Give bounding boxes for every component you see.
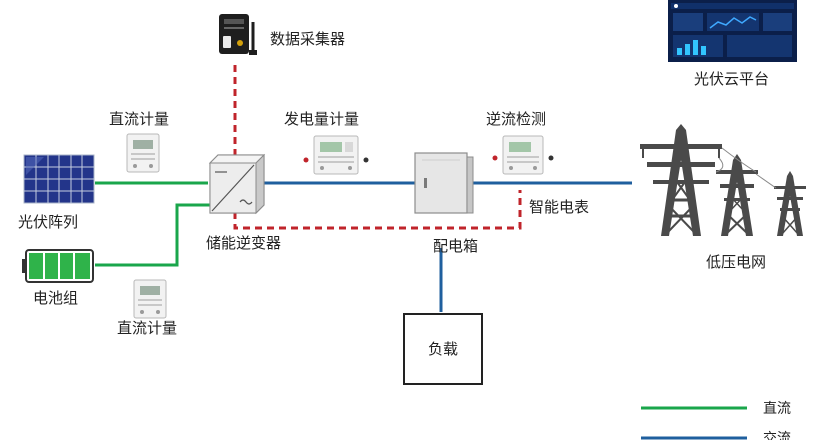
power-tower-medium [716, 154, 758, 236]
reverse-flow-meter-device [492, 135, 554, 175]
load-label: 负载 [428, 340, 458, 358]
dc-meter-top-label: 直流计量 [109, 110, 169, 128]
dc-line-battery [95, 203, 210, 267]
generation-meter-device [303, 135, 369, 175]
pv-array-label: 光伏阵列 [18, 213, 78, 231]
power-tower-icons [640, 124, 806, 236]
pv-array-panel [23, 154, 95, 204]
battery-pack-icon [22, 249, 94, 283]
generation-meter-label: 发电量计量 [284, 110, 359, 128]
data-collector-device [219, 14, 257, 55]
smart-meter-label: 智能电表 [529, 198, 589, 216]
low-voltage-grid-label: 低压电网 [706, 253, 766, 271]
comm-line-meter [233, 190, 522, 230]
connection-lines [95, 65, 632, 312]
dc-meter-bottom-device [133, 279, 167, 319]
legend: 直流 交流 [641, 400, 791, 440]
data-collector-label: 数据采集器 [270, 30, 345, 48]
legend-ac-label: 交流 [763, 430, 791, 440]
dc-meter-bottom-label: 直流计量 [117, 319, 177, 337]
power-line-wires [715, 147, 777, 189]
battery-pack-label: 电池组 [33, 289, 78, 307]
distribution-box-label: 配电箱 [433, 237, 478, 255]
reverse-flow-detection-label: 逆流检测 [486, 110, 546, 128]
distribution-box-device [414, 152, 474, 214]
power-tower-large [640, 124, 722, 236]
power-tower-small [774, 171, 806, 236]
dc-meter-top-device [126, 133, 160, 173]
legend-dc-label: 直流 [763, 400, 791, 417]
cloud-platform-screen [668, 0, 797, 62]
storage-inverter-device [208, 153, 266, 215]
storage-inverter-label: 储能逆变器 [206, 234, 281, 252]
load-box [403, 313, 483, 385]
cloud-platform-label: 光伏云平台 [694, 70, 769, 88]
